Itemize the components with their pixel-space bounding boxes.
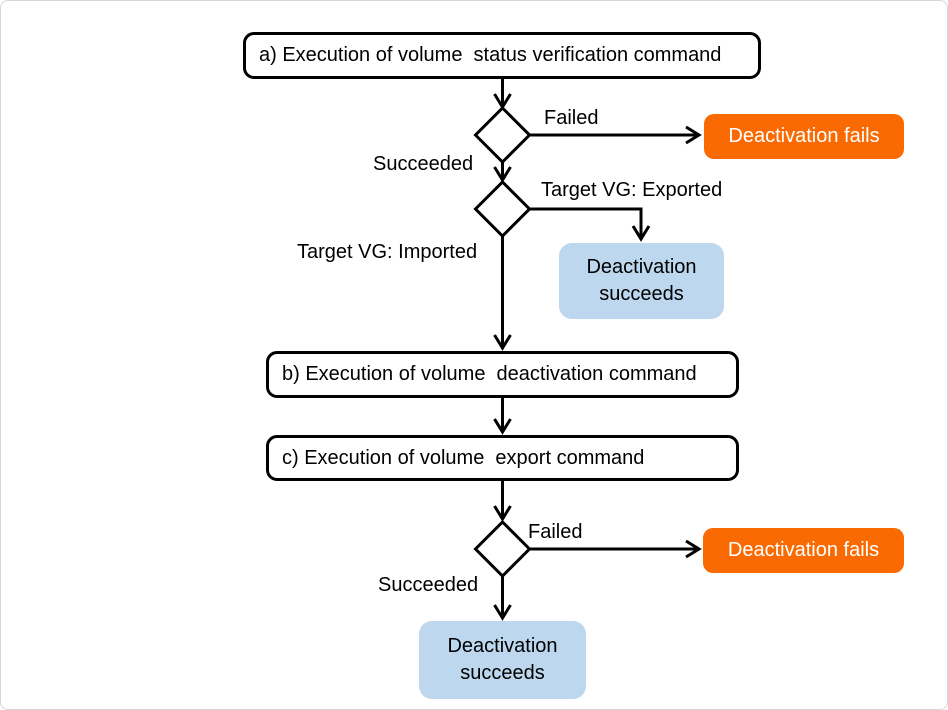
process-box-export-command: c) Execution of volume export command [266, 435, 739, 481]
edge-label-target-vg-imported: Target VG: Imported [297, 241, 478, 263]
edge-label-failed-bottom: Failed [528, 521, 583, 543]
edge-label-succeeded-bottom: Succeeded [378, 574, 479, 596]
outcome-deactivation-fails-bottom: Deactivation fails [703, 528, 904, 573]
process-box-b-label: b) Execution of volume deactivation comm… [282, 363, 697, 385]
outcome-deactivation-succeeds-bottom: Deactivation succeeds [419, 621, 586, 699]
process-box-status-verification: a) Execution of volume status verificati… [243, 32, 761, 79]
process-box-deactivation-command: b) Execution of volume deactivation comm… [266, 351, 739, 398]
success-bottom-line2: succeeds [460, 662, 545, 684]
fail-top-label: Deactivation fails [728, 125, 880, 147]
process-box-a-label: a) Execution of volume status verificati… [259, 44, 722, 66]
arrow-decision2-to-success-right [529, 207, 651, 242]
outcome-deactivation-fails-top: Deactivation fails [704, 114, 904, 159]
fail-bottom-label: Deactivation fails [727, 539, 880, 561]
decision-diamond-3 [473, 519, 532, 579]
success-right-line2: succeeds [599, 283, 684, 305]
process-box-c-label: c) Execution of volume export command [282, 446, 645, 469]
edge-label-target-vg-exported: Target VG: Exported [541, 179, 723, 201]
outcome-deactivation-succeeds-right: Deactivation succeeds [559, 243, 724, 319]
success-right-line1: Deactivation [586, 256, 697, 278]
edge-label-failed-top: Failed [544, 107, 599, 129]
edge-label-succeeded-top: Succeeded [373, 153, 474, 175]
success-bottom-line1: Deactivation [447, 635, 558, 657]
decision-diamond-1 [473, 105, 532, 165]
decision-diamond-2 [473, 179, 532, 239]
